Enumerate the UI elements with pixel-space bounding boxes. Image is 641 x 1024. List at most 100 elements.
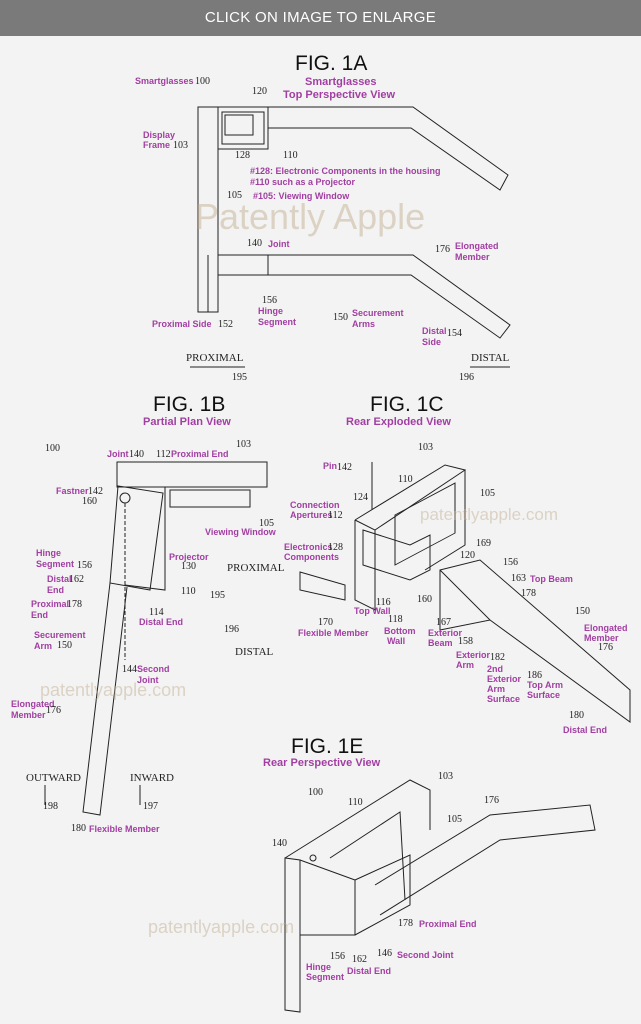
label: 186 xyxy=(527,670,542,681)
label: Distal xyxy=(422,326,447,336)
label: 120 xyxy=(460,550,475,561)
label: Flexible Member xyxy=(89,824,160,834)
label: Side xyxy=(422,337,442,347)
label: Elongated xyxy=(584,623,628,633)
fig1b-title: FIG. 1B xyxy=(153,393,226,416)
label: 198 xyxy=(43,801,58,812)
label: Projector xyxy=(169,552,209,562)
label: #105: Viewing Window xyxy=(253,191,350,201)
label: Apertures xyxy=(290,510,333,520)
label: 160 xyxy=(82,496,97,507)
label: Securement xyxy=(352,308,404,318)
label: Surface xyxy=(487,694,521,704)
enlarge-banner[interactable]: CLICK ON IMAGE TO ENLARGE xyxy=(0,0,641,36)
label: 130 xyxy=(181,561,196,572)
proximal-direction-label: PROXIMAL xyxy=(186,352,244,364)
label: Smartglasses xyxy=(135,76,194,86)
label: End xyxy=(31,610,48,620)
label: 170 xyxy=(318,617,333,628)
label: Exterior xyxy=(487,674,522,684)
label: 146 xyxy=(377,948,392,959)
fig1c-subtitle: Rear Exploded View xyxy=(346,416,451,428)
label: Member xyxy=(584,633,619,643)
label: 176 xyxy=(598,642,613,653)
outward-direction-label: OUTWARD xyxy=(26,772,81,784)
label: 110 xyxy=(283,150,298,161)
label: 105 xyxy=(227,190,242,201)
label: 196 xyxy=(224,624,239,635)
label: 110 xyxy=(348,797,363,808)
label: 178 xyxy=(398,918,413,929)
label: 156 xyxy=(262,295,277,306)
watermark: patentlyapple.com xyxy=(420,505,558,524)
label: Segment xyxy=(258,317,297,327)
label: Member xyxy=(455,252,490,262)
label: 178 xyxy=(521,588,536,599)
label: Pin xyxy=(323,461,338,471)
label: Hinge xyxy=(306,962,332,972)
label: 156 xyxy=(503,557,518,568)
label: Beam xyxy=(428,638,453,648)
label: 103 xyxy=(236,439,251,450)
label: 180 xyxy=(569,710,584,721)
label: Segment xyxy=(306,972,345,982)
label: Elongated xyxy=(11,699,55,709)
proximal-direction-label: PROXIMAL xyxy=(227,562,285,574)
fig1b-drawing xyxy=(44,461,268,816)
fig1a-title: FIG. 1A xyxy=(295,52,368,75)
label: 100 xyxy=(45,443,60,454)
label: 110 xyxy=(398,474,413,485)
label: Distal xyxy=(47,574,72,584)
label: 154 xyxy=(447,328,462,339)
label: Second xyxy=(137,664,170,674)
fig1c-drawing xyxy=(299,462,631,723)
label: 103 xyxy=(173,140,188,151)
label: Viewing Window xyxy=(205,527,276,537)
label: Hinge xyxy=(36,548,62,558)
fig1a-subtitle: Smartglasses xyxy=(305,76,377,88)
label: Joint xyxy=(268,239,290,249)
label: 152 xyxy=(218,319,233,330)
label: 114 xyxy=(149,607,164,618)
watermark: patentlyapple.com xyxy=(148,917,295,937)
label: 124 xyxy=(353,492,368,503)
label: Flexible Member xyxy=(298,628,369,638)
label: #110 such as a Projector xyxy=(250,177,356,187)
label: Proximal End xyxy=(419,919,477,929)
label: Top Wall xyxy=(354,606,391,616)
label: Joint xyxy=(137,675,159,685)
label: Frame xyxy=(143,140,171,150)
fig1a-subtitle: Top Perspective View xyxy=(283,89,396,101)
fig1e-title: FIG. 1E xyxy=(291,735,364,758)
label: Electronics xyxy=(284,542,333,552)
label: 140 xyxy=(247,238,262,249)
label: Hinge xyxy=(258,306,284,316)
label: 176 xyxy=(435,244,450,255)
label: Elongated xyxy=(455,241,499,251)
label: 176 xyxy=(46,705,61,716)
label: Exterior xyxy=(428,628,463,638)
label: Second Joint xyxy=(397,950,454,960)
label: 103 xyxy=(418,442,433,453)
label: 142 xyxy=(337,462,352,473)
label: 105 xyxy=(447,814,462,825)
label: 100 xyxy=(308,787,323,798)
label: 162 xyxy=(352,954,367,965)
label: 150 xyxy=(333,312,348,323)
label: 176 xyxy=(484,795,499,806)
label: 2nd xyxy=(487,664,504,674)
label: Member xyxy=(11,710,46,720)
label: Bottom xyxy=(384,626,416,636)
label: 156 xyxy=(330,951,345,962)
label: Distal End xyxy=(563,725,608,735)
label: 156 xyxy=(77,560,92,571)
label: 158 xyxy=(458,636,473,647)
label: Top Beam xyxy=(530,574,573,584)
label: Joint xyxy=(107,449,129,459)
distal-direction-label: DISTAL xyxy=(235,646,274,658)
label: 112 xyxy=(156,449,171,460)
fig1e-subtitle: Rear Perspective View xyxy=(263,757,381,769)
label: Distal End xyxy=(139,617,184,627)
label: 140 xyxy=(272,838,287,849)
